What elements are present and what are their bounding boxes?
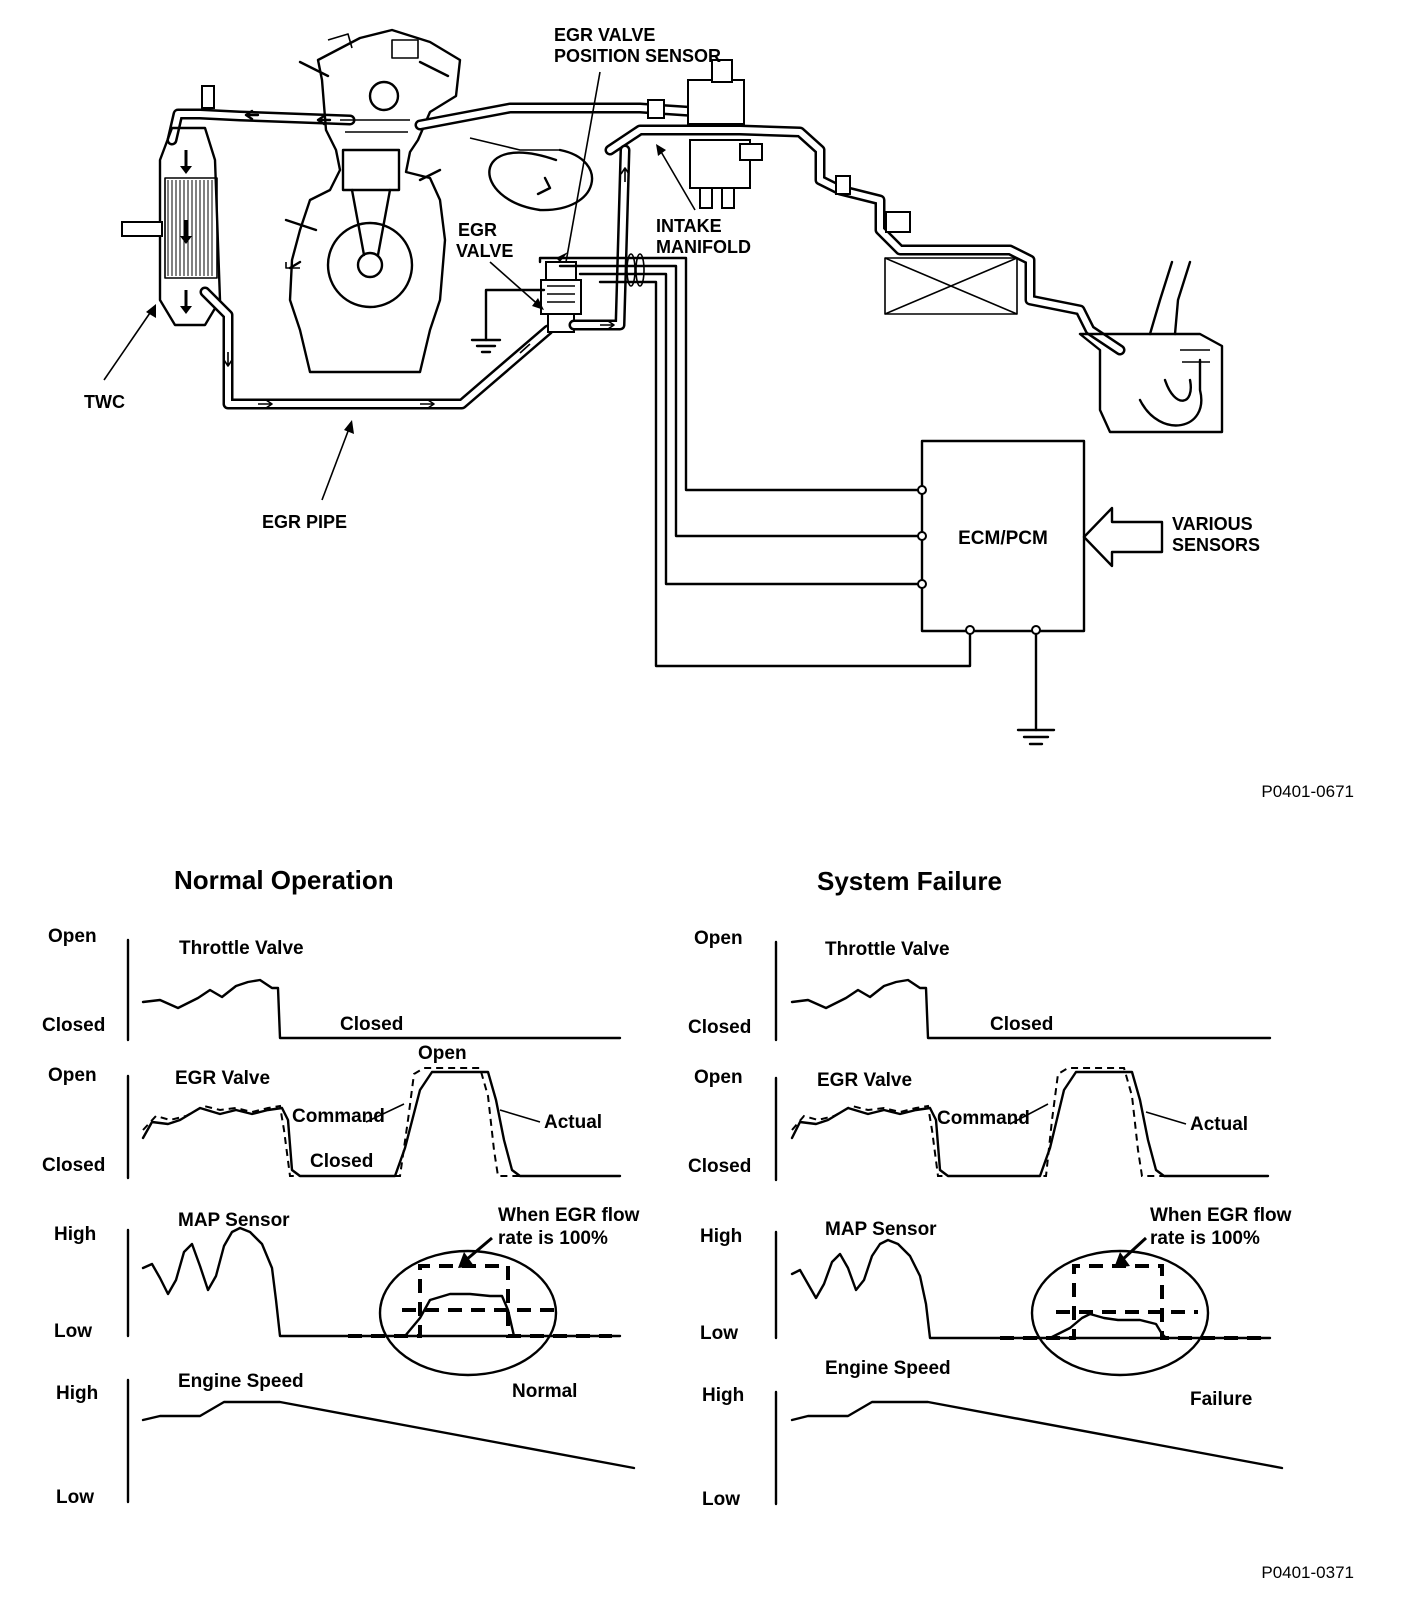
map-high-label: High	[700, 1226, 742, 1247]
label-egr-valve-2: VALVE	[456, 241, 513, 261]
exhaust-pipe	[166, 85, 356, 146]
egr-pipe-line	[199, 286, 554, 410]
engine-high-label: High	[56, 1383, 98, 1404]
label-twc: TWC	[84, 392, 125, 412]
egr-open-note: Open	[418, 1043, 467, 1064]
egr-closed-label: Closed	[688, 1156, 751, 1177]
engine-speed-label: Engine Speed	[178, 1371, 304, 1392]
egr-open-label: Open	[694, 1067, 743, 1088]
throttle-closed-note: Closed	[340, 1014, 403, 1035]
label-egr-valve-position-sensor-1: EGR VALVE	[554, 25, 655, 45]
graph-throttle-failure: Open Closed Throttle Valve Closed	[688, 928, 1272, 1042]
figure-id-top: P0401-0671	[1261, 782, 1354, 801]
figure-id-bottom: P0401-0371	[1261, 1563, 1354, 1582]
graph-map-failure: High Low MAP Sensor When EGR flow rate i…	[700, 1205, 1292, 1377]
throttle-closed-label: Closed	[688, 1017, 751, 1038]
label-intake-manifold-2: MANIFOLD	[656, 237, 751, 257]
egr-open-label: Open	[48, 1065, 97, 1086]
label-various-sensors-1: VARIOUS	[1172, 514, 1253, 534]
label-egr-valve-position-sensor-2: POSITION SENSOR	[554, 46, 721, 66]
twc-converter	[121, 126, 222, 327]
throttle-valve-label: Throttle Valve	[179, 938, 304, 959]
graph-egr-failure: Open Closed EGR Valve Command Actual	[688, 1067, 1270, 1182]
throttle-closed-note: Closed	[990, 1014, 1053, 1035]
egr-schematic: ECM/PCM EGR VALVE POSITION SENSOR EGR	[84, 25, 1354, 801]
map-high-label: High	[54, 1224, 96, 1245]
title-system-failure: System Failure	[817, 866, 1002, 896]
ecm-pcm-unit: ECM/PCM	[917, 439, 1086, 635]
graphs-system-failure: System Failure Open Closed Throttle Valv…	[688, 866, 1354, 1582]
egr-closed-note: Closed	[310, 1151, 373, 1172]
egr-actual-label: Actual	[1190, 1114, 1248, 1135]
map-note-1: When EGR flow	[498, 1205, 640, 1226]
egr-command-label: Command	[292, 1106, 385, 1127]
label-various-sensors-2: SENSORS	[1172, 535, 1260, 555]
throttle-open-label: Open	[48, 926, 97, 947]
graph-engine-failure: High Low Engine Speed Failure	[702, 1358, 1284, 1510]
throttle-closed-label: Closed	[42, 1015, 105, 1036]
graph-engine-normal: High Low Engine Speed Normal	[56, 1371, 636, 1508]
graph-egr-normal: Open Closed EGR Valve Command Actual Ope…	[42, 1043, 622, 1180]
graph-map-normal: High Low MAP Sensor When EGR flow rate i…	[54, 1205, 640, 1377]
graph-throttle-normal: Open Closed Throttle Valve Closed	[42, 926, 622, 1042]
egr-actual-label: Actual	[544, 1112, 602, 1133]
map-note-2: rate is 100%	[1150, 1228, 1260, 1249]
map-low-label: Low	[54, 1321, 92, 1342]
label-egr-pipe: EGR PIPE	[262, 512, 347, 532]
engine-result-label: Normal	[512, 1381, 577, 1402]
label-intake-manifold-1: INTAKE	[656, 216, 722, 236]
egr-valve-label: EGR Valve	[175, 1068, 270, 1089]
map-sensor-label: MAP Sensor	[825, 1219, 937, 1240]
map-note-2: rate is 100%	[498, 1228, 608, 1249]
map-low-label: Low	[700, 1323, 738, 1344]
title-normal-operation: Normal Operation	[174, 865, 394, 895]
wiring-harness	[538, 253, 972, 668]
engine-block	[284, 28, 462, 374]
engine-high-label: High	[702, 1385, 744, 1406]
egr-command-label: Command	[937, 1108, 1030, 1129]
graphs-normal-operation: Normal Operation Open Closed Throttle Va…	[42, 865, 640, 1508]
ground-symbol-valve	[470, 288, 546, 354]
throttle-open-label: Open	[694, 928, 743, 949]
various-sensors-arrow	[1082, 506, 1164, 568]
intake-manifold	[604, 59, 1224, 434]
egr-valve	[540, 144, 631, 333]
engine-low-label: Low	[56, 1487, 94, 1508]
egr-closed-label: Closed	[42, 1155, 105, 1176]
egr-valve-label: EGR Valve	[817, 1070, 912, 1091]
leader-lines	[103, 71, 696, 501]
ecm-pcm-label: ECM/PCM	[958, 528, 1048, 549]
engine-result-label: Failure	[1190, 1389, 1252, 1410]
intake-runner	[414, 102, 706, 212]
map-note-1: When EGR flow	[1150, 1205, 1292, 1226]
label-egr-valve-1: EGR	[458, 220, 497, 240]
map-sensor-label: MAP Sensor	[178, 1210, 290, 1231]
throttle-valve-label: Throttle Valve	[825, 939, 950, 960]
engine-speed-label: Engine Speed	[825, 1358, 951, 1379]
engine-low-label: Low	[702, 1489, 740, 1510]
ground-symbol-ecm	[1016, 632, 1056, 746]
